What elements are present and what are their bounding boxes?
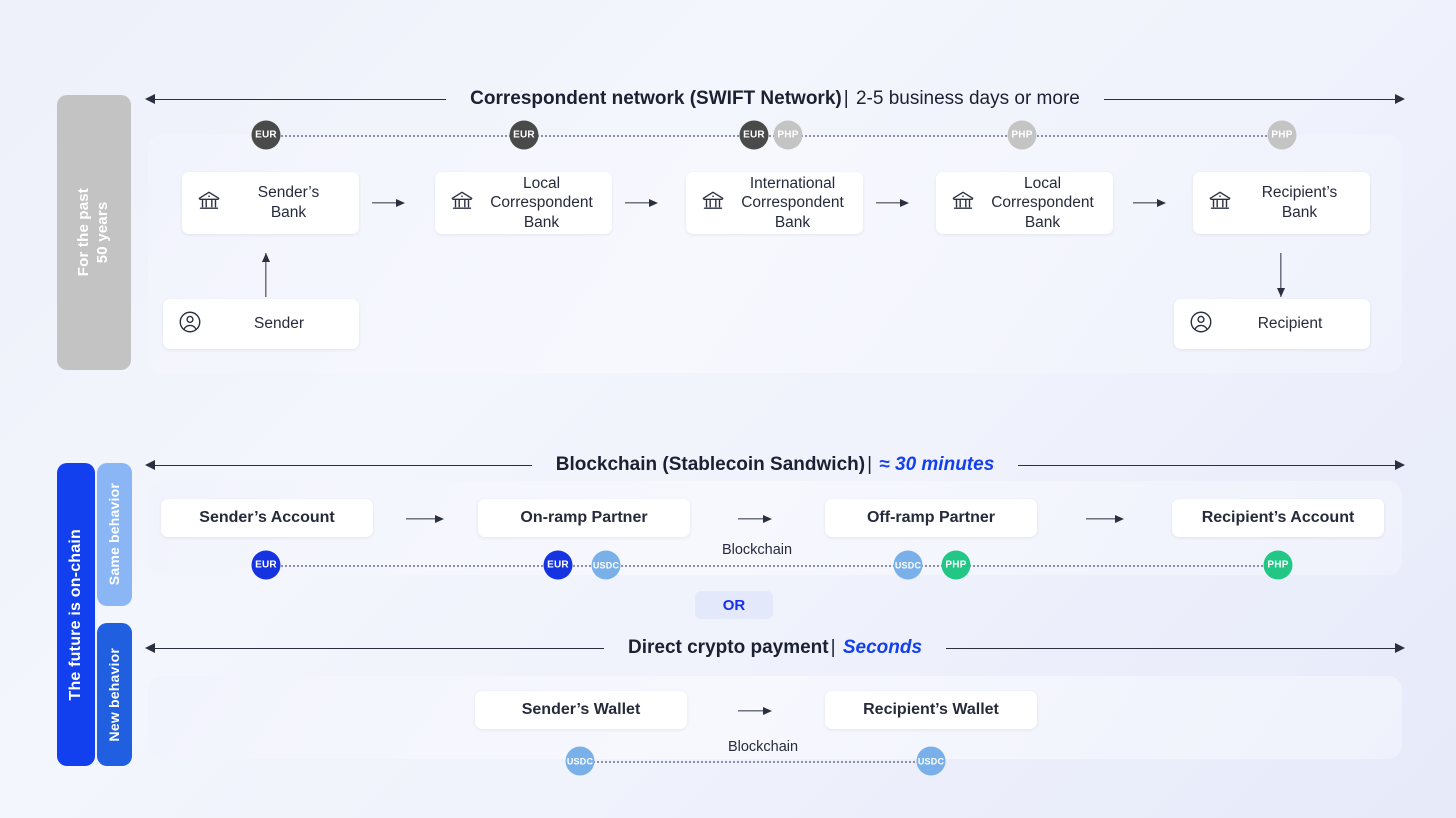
section-title-blockchain: Blockchain (Stablecoin Sandwich)| ≈ 30 m… bbox=[542, 452, 1009, 478]
arrow-right-direct-crypto bbox=[936, 635, 1406, 661]
node-senders-wallet[interactable]: Sender’s Wallet bbox=[475, 691, 687, 729]
connector-sender-to-bank bbox=[260, 253, 272, 297]
section-title-direct-sep: | bbox=[830, 637, 836, 658]
currency-rail-direct bbox=[580, 761, 931, 763]
section-title-swift-strong: Correspondent network (SWIFT Network) bbox=[470, 88, 842, 109]
node-recipients-bank[interactable]: Recipient’s Bank bbox=[1193, 172, 1370, 234]
section-header-direct-crypto: Direct crypto payment| Seconds bbox=[144, 635, 1406, 661]
bank-icon bbox=[1207, 188, 1233, 219]
flow-arrow-1 bbox=[372, 197, 405, 209]
section-header-swift: Correspondent network (SWIFT Network)| 2… bbox=[144, 86, 1406, 112]
bank-icon bbox=[700, 188, 726, 219]
coin-badge-php: PHP bbox=[773, 120, 803, 150]
node-sender[interactable]: Sender bbox=[163, 299, 359, 349]
bank-icon bbox=[196, 188, 222, 219]
section-title-swift-sep: | bbox=[843, 88, 849, 109]
coin-badge-usdc: USDC bbox=[591, 550, 621, 580]
era-label-new-behavior: New behavior bbox=[97, 623, 132, 766]
node-label: International Correspondent Bank bbox=[741, 174, 844, 231]
node-label: Off-ramp Partner bbox=[866, 508, 996, 526]
connector-bank-to-recipient bbox=[1275, 253, 1287, 297]
flow-arrow-direct-1 bbox=[738, 705, 772, 717]
node-label: Recipient’s Bank bbox=[1261, 184, 1338, 221]
node-label: Local Correspondent Bank bbox=[991, 174, 1094, 231]
node-label: Sender bbox=[254, 315, 304, 333]
coin-badge-eur: EUR bbox=[543, 550, 573, 580]
node-international-correspondent-bank[interactable]: International Correspondent Bank bbox=[686, 172, 863, 234]
bank-icon bbox=[950, 188, 976, 219]
flow-arrow-4 bbox=[1133, 197, 1166, 209]
coin-badge-usdc: USDC bbox=[916, 746, 946, 776]
arrow-right-blockchain bbox=[1008, 452, 1406, 478]
node-label: Local Correspondent Bank bbox=[490, 174, 593, 231]
coin-badge-php: PHP bbox=[1267, 120, 1297, 150]
coin-badge-eur: EUR bbox=[251, 120, 281, 150]
node-senders-account[interactable]: Sender’s Account bbox=[161, 499, 373, 537]
coin-badge-eur: EUR bbox=[739, 120, 769, 150]
panel-direct-crypto bbox=[148, 676, 1402, 759]
node-recipients-wallet[interactable]: Recipient’s Wallet bbox=[825, 691, 1037, 729]
section-title-direct-accent: Seconds bbox=[842, 637, 923, 658]
node-label: Recipient bbox=[1257, 315, 1323, 333]
node-label: Sender’s Bank bbox=[257, 184, 320, 221]
era-label-future: The future is on-chain bbox=[57, 463, 95, 766]
node-senders-bank[interactable]: Sender’s Bank bbox=[182, 172, 359, 234]
rail-caption-direct: Blockchain bbox=[727, 739, 799, 755]
coin-badge-usdc: USDC bbox=[893, 550, 923, 580]
section-title-blockchain-strong: Blockchain (Stablecoin Sandwich) bbox=[555, 454, 866, 475]
node-label: On-ramp Partner bbox=[520, 508, 648, 526]
person-icon bbox=[177, 309, 203, 340]
era-label-past: For the past 50 years bbox=[57, 95, 131, 370]
currency-rail-blockchain bbox=[266, 565, 1278, 567]
coin-badge-php: PHP bbox=[1007, 120, 1037, 150]
coin-badge-php: PHP bbox=[1263, 550, 1293, 580]
bank-icon bbox=[449, 188, 475, 219]
rail-caption-blockchain: Blockchain bbox=[721, 542, 793, 558]
era-label-new-behavior-text: New behavior bbox=[105, 647, 122, 742]
arrow-left-direct-crypto bbox=[144, 635, 614, 661]
flow-arrow-chain-1 bbox=[406, 513, 444, 525]
arrow-right-swift bbox=[1094, 86, 1406, 112]
node-recipient[interactable]: Recipient bbox=[1174, 299, 1370, 349]
flow-arrow-3 bbox=[876, 197, 909, 209]
section-title-blockchain-accent: ≈ 30 minutes bbox=[879, 454, 995, 475]
node-label: Recipient’s Wallet bbox=[863, 700, 999, 718]
era-label-past-text: For the past 50 years bbox=[75, 188, 111, 277]
coin-badge-php: PHP bbox=[941, 550, 971, 580]
person-icon bbox=[1188, 309, 1214, 340]
or-divider-badge: OR bbox=[695, 591, 773, 619]
node-label: Sender’s Wallet bbox=[521, 700, 641, 718]
node-label: Sender’s Account bbox=[199, 508, 335, 526]
era-label-same-behavior-text: Same behavior bbox=[105, 483, 122, 586]
flow-arrow-2 bbox=[625, 197, 658, 209]
section-title-direct-strong: Direct crypto payment bbox=[627, 637, 829, 658]
node-local-correspondent-bank-1[interactable]: Local Correspondent Bank bbox=[435, 172, 612, 234]
era-label-future-text: The future is on-chain bbox=[67, 528, 84, 701]
node-label: Recipient’s Account bbox=[1201, 508, 1355, 526]
section-title-blockchain-sep: | bbox=[867, 454, 873, 475]
node-off-ramp-partner[interactable]: Off-ramp Partner bbox=[825, 499, 1037, 537]
arrow-left-blockchain bbox=[144, 452, 542, 478]
node-recipients-account[interactable]: Recipient’s Account bbox=[1172, 499, 1384, 537]
section-title-swift: Correspondent network (SWIFT Network)| 2… bbox=[456, 86, 1094, 112]
flow-arrow-chain-2 bbox=[738, 513, 772, 525]
coin-badge-usdc: USDC bbox=[565, 746, 595, 776]
era-label-same-behavior: Same behavior bbox=[97, 463, 132, 606]
section-header-blockchain: Blockchain (Stablecoin Sandwich)| ≈ 30 m… bbox=[144, 452, 1406, 478]
section-title-direct-crypto: Direct crypto payment| Seconds bbox=[614, 635, 936, 661]
coin-badge-eur: EUR bbox=[251, 550, 281, 580]
flow-arrow-chain-3 bbox=[1086, 513, 1124, 525]
section-title-swift-plain: 2-5 business days or more bbox=[850, 88, 1080, 109]
coin-badge-eur: EUR bbox=[509, 120, 539, 150]
node-on-ramp-partner[interactable]: On-ramp Partner bbox=[478, 499, 690, 537]
node-local-correspondent-bank-2[interactable]: Local Correspondent Bank bbox=[936, 172, 1113, 234]
arrow-left-swift bbox=[144, 86, 456, 112]
